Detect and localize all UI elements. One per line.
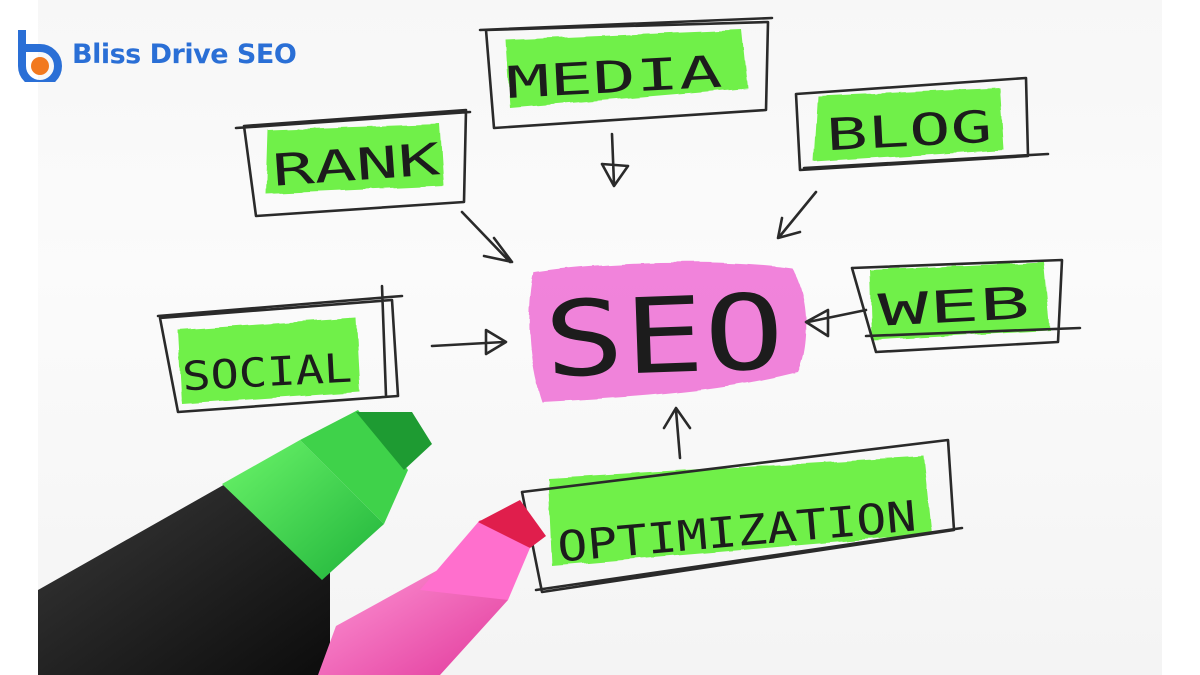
media-highlight: [506, 30, 748, 108]
bliss-drive-logo-icon: [18, 30, 62, 82]
pink-marker-tip: [478, 500, 546, 548]
node-boxes: [156, 16, 1082, 594]
social-highlight: [178, 318, 360, 404]
optimization-highlight: [548, 456, 932, 566]
brand-logo: Bliss Drive SEO: [12, 26, 297, 82]
web-label: WEB: [877, 278, 1031, 337]
social-arrow: [430, 328, 508, 356]
green-marker-tip: [356, 412, 432, 470]
media-arrow: [600, 132, 630, 188]
green-marker-collar: [222, 440, 384, 580]
green-marker-body: [38, 470, 330, 675]
social-box: [156, 284, 404, 414]
node-labels: MEDIA BLOG RANK WEB SOCIAL OPTIMIZATION …: [181, 47, 1031, 572]
blog-arrow: [776, 190, 818, 240]
web-arrow: [804, 308, 868, 338]
seo-center-label: SEO: [542, 271, 786, 401]
highlights: [178, 30, 1050, 566]
media-label: MEDIA: [505, 47, 723, 109]
web-highlight: [870, 262, 1050, 340]
optimization-box: [520, 438, 964, 594]
rank-highlight: [266, 124, 444, 194]
blog-highlight: [814, 88, 1004, 162]
brand-name: Bliss Drive SEO: [72, 38, 297, 70]
green-marker: [38, 410, 432, 675]
seo-highlight: [529, 262, 807, 402]
pink-marker: [318, 500, 546, 675]
arrows: [430, 132, 868, 460]
pink-marker-collar: [420, 520, 530, 600]
rank-arrow: [460, 210, 514, 264]
rank-label: RANK: [271, 134, 443, 197]
media-box: [478, 16, 774, 130]
social-label: SOCIAL: [181, 346, 353, 401]
web-box: [850, 258, 1082, 354]
rank-box: [234, 108, 472, 218]
blog-box: [794, 76, 1050, 172]
optimization-arrow: [662, 406, 692, 460]
blog-label: BLOG: [825, 102, 993, 162]
